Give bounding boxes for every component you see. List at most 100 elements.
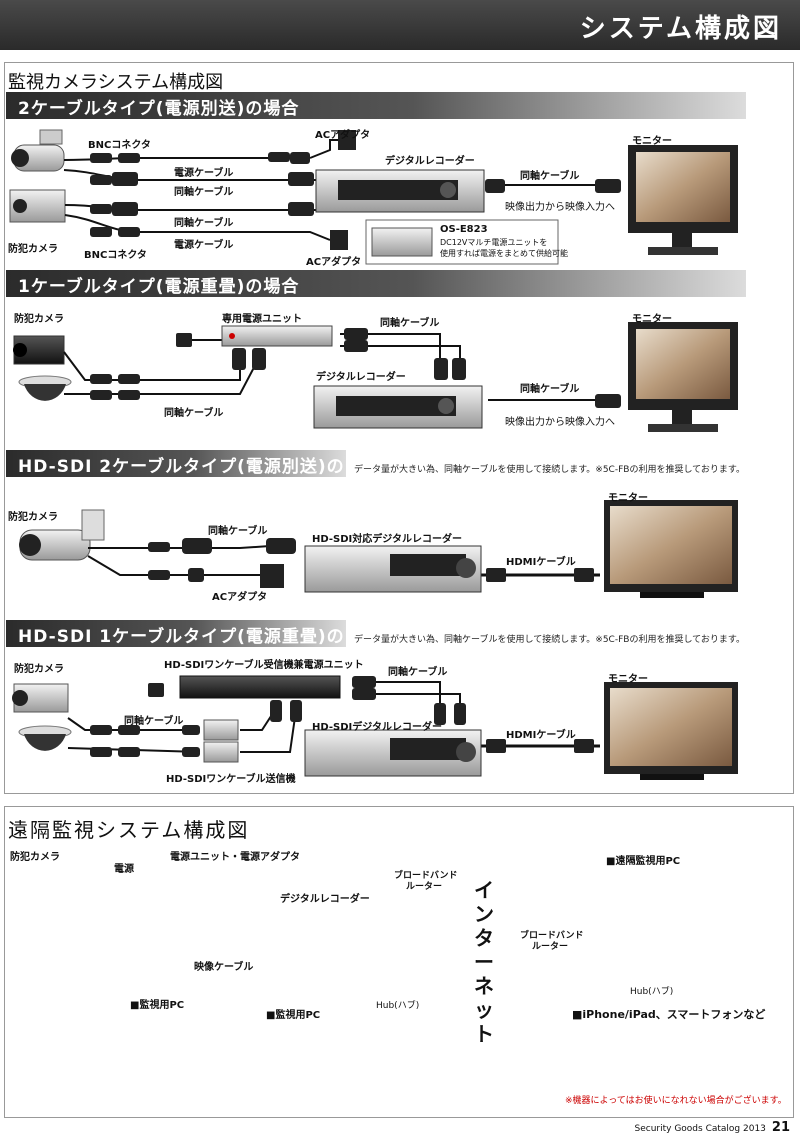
section-title: 2ケーブルタイプ(電源別送)の場合 bbox=[18, 99, 300, 119]
label-remote-pc: ■遠隔監視用PC bbox=[606, 856, 681, 867]
monitor-icon bbox=[628, 145, 738, 255]
label-monitor: モニター bbox=[632, 314, 672, 325]
label-bnc-bottom: BNCコネクタ bbox=[84, 250, 147, 261]
footer-catalog: Security Goods Catalog 2013 bbox=[634, 1124, 766, 1134]
section-bar-hdsdi-2cable: HD-SDI 2ケーブルタイプ(電源別送)の場合 bbox=[6, 450, 346, 502]
label-coax: 同軸ケーブル bbox=[174, 218, 234, 229]
label-ac-top: ACアダプタ bbox=[315, 130, 371, 141]
monitor-icon bbox=[628, 322, 738, 432]
label-camera: 防犯カメラ bbox=[10, 852, 60, 863]
bullet-camera-icon bbox=[19, 509, 105, 561]
section-title: HD-SDI 2ケーブルタイプ(電源別送)の場合 bbox=[18, 457, 345, 502]
monitor-icon bbox=[604, 500, 738, 598]
section-bar-hdsdi-1cable: HD-SDI 1ケーブルタイプ(電源重畳)の場合 bbox=[6, 620, 346, 672]
label-power: 電源 bbox=[114, 864, 134, 875]
label-power-unit: 専用電源ユニット bbox=[222, 314, 302, 325]
label-pc2: ■監視用PC bbox=[266, 1010, 321, 1021]
monitor-icon bbox=[604, 682, 738, 780]
dome-camera-icon bbox=[18, 375, 72, 401]
ac-adapter-icon bbox=[338, 130, 356, 150]
section-bar-1cable: 1ケーブルタイプ(電源重畳)の場合 bbox=[6, 270, 746, 297]
label-monitor: モニター bbox=[608, 674, 648, 685]
dvr-icon bbox=[315, 169, 485, 213]
label-hub-left: Hub(ハブ) bbox=[376, 1001, 420, 1011]
sec1-drawing bbox=[9, 129, 738, 265]
dvr-icon bbox=[313, 385, 483, 429]
warning-note: ※機器によってはお使いになれない場合がございます。 bbox=[565, 1096, 787, 1106]
label-coax-left: 同軸ケーブル bbox=[124, 716, 184, 727]
label-video-cable: 映像ケーブル bbox=[194, 962, 254, 973]
label-power-cable: 電源ケーブル bbox=[174, 168, 234, 179]
label-coax-bottom: 同軸ケーブル bbox=[164, 408, 224, 419]
box-camera-icon bbox=[13, 335, 65, 365]
label-recorder: HD-SDI対応デジタルレコーダー bbox=[312, 534, 463, 545]
panel1-title: 監視カメラシステム構成図 bbox=[8, 72, 224, 93]
label-receiver: HD-SDIワンケーブル受信機兼電源ユニット bbox=[164, 660, 364, 671]
product-code: OS-E823 bbox=[440, 224, 488, 235]
label-coax-out: 同軸ケーブル bbox=[520, 171, 580, 182]
label-ac-bottom: ACアダプタ bbox=[306, 257, 362, 268]
label-recorder: デジタルレコーダー bbox=[280, 894, 370, 905]
label-router-right-1: ブロードバンド bbox=[520, 931, 584, 941]
page-title: システム構成図 bbox=[579, 14, 782, 44]
label-coax-top: 同軸ケーブル bbox=[380, 318, 440, 329]
label-camera: 防犯カメラ bbox=[14, 314, 64, 325]
power-unit-icon bbox=[371, 227, 433, 257]
label-out-note: 映像出力から映像入力へ bbox=[505, 202, 615, 213]
panel2-title: 遠隔監視システム構成図 bbox=[8, 818, 250, 842]
label-power-cable: 電源ケーブル bbox=[174, 240, 234, 251]
label-coax-top: 同軸ケーブル bbox=[388, 667, 448, 678]
label-monitor: モニター bbox=[632, 136, 672, 147]
ac-adapter-icon bbox=[260, 564, 284, 588]
label-internet: インターネット bbox=[474, 878, 494, 1046]
label-ac: ACアダプタ bbox=[212, 592, 268, 603]
label-hdmi: HDMIケーブル bbox=[506, 730, 576, 741]
product-desc: 使用すれば電源をまとめて供給可能 bbox=[440, 249, 568, 258]
label-hdmi: HDMIケーブル bbox=[506, 557, 576, 568]
box-camera-icon bbox=[12, 683, 69, 713]
label-router-left-1: ブロードバンド bbox=[394, 871, 458, 881]
section-bar-2cable: 2ケーブルタイプ(電源別送)の場合 bbox=[6, 92, 746, 119]
label-coax: 同軸ケーブル bbox=[174, 187, 234, 198]
page-number: 21 bbox=[771, 1120, 790, 1135]
label-coax-out: 同軸ケーブル bbox=[520, 384, 580, 395]
section-note: データ量が大きい為、同軸ケーブルを使用して接続します。※5C-FBの利用を推奨し… bbox=[354, 465, 746, 475]
box-camera-icon bbox=[9, 189, 66, 223]
label-camera: 防犯カメラ bbox=[8, 512, 58, 523]
label-sender: HD-SDIワンケーブル送信機 bbox=[166, 774, 296, 785]
section-note: データ量が大きい為、同軸ケーブルを使用して接続します。※5C-FBの利用を推奨し… bbox=[354, 635, 746, 645]
label-recorder: デジタルレコーダー bbox=[316, 372, 406, 383]
sec3-drawing bbox=[19, 500, 738, 598]
sec2-drawing bbox=[13, 322, 738, 432]
receiver-unit-icon bbox=[179, 675, 341, 699]
power-supply-icon bbox=[221, 325, 333, 347]
sender-icon bbox=[203, 719, 239, 741]
label-recorder: デジタルレコーダー bbox=[385, 156, 475, 167]
label-power-unit: 電源ユニット・電源アダプタ bbox=[170, 852, 300, 863]
panel-remote-system bbox=[4, 806, 794, 1118]
sec4-drawing bbox=[12, 675, 738, 780]
label-coax: 同軸ケーブル bbox=[208, 526, 268, 537]
label-monitor: モニター bbox=[608, 493, 648, 504]
ac-adapter-icon bbox=[330, 230, 348, 250]
label-camera: 防犯カメラ bbox=[14, 664, 64, 675]
label-router-left-2: ルーター bbox=[406, 882, 443, 892]
footer: Security Goods Catalog 2013 21 bbox=[635, 1120, 791, 1135]
hd-sdi-dvr-icon bbox=[304, 545, 482, 593]
label-recorder: HD-SDIデジタルレコーダー bbox=[312, 722, 443, 733]
section-title: HD-SDI 1ケーブルタイプ(電源重畳)の場合 bbox=[18, 627, 345, 672]
label-pc1: ■監視用PC bbox=[130, 1000, 185, 1011]
section-title: 1ケーブルタイプ(電源重畳)の場合 bbox=[18, 277, 300, 297]
label-mobile: ■iPhone/iPad、スマートフォンなど bbox=[572, 1008, 766, 1021]
label-hub-right: Hub(ハブ) bbox=[630, 987, 674, 997]
product-desc: DC12Vマルチ電源ユニットを bbox=[440, 238, 548, 247]
hd-sdi-dvr-icon bbox=[304, 729, 482, 777]
label-bnc-top: BNCコネクタ bbox=[88, 140, 151, 151]
label-out-note: 映像出力から映像入力へ bbox=[505, 417, 615, 428]
header-bar: システム構成図 bbox=[0, 0, 800, 50]
bullet-camera-icon bbox=[11, 129, 65, 172]
label-camera: 防犯カメラ bbox=[8, 244, 58, 255]
dome-camera-icon bbox=[18, 725, 72, 751]
sender-icon bbox=[203, 741, 239, 763]
label-router-right-2: ルーター bbox=[532, 942, 569, 952]
